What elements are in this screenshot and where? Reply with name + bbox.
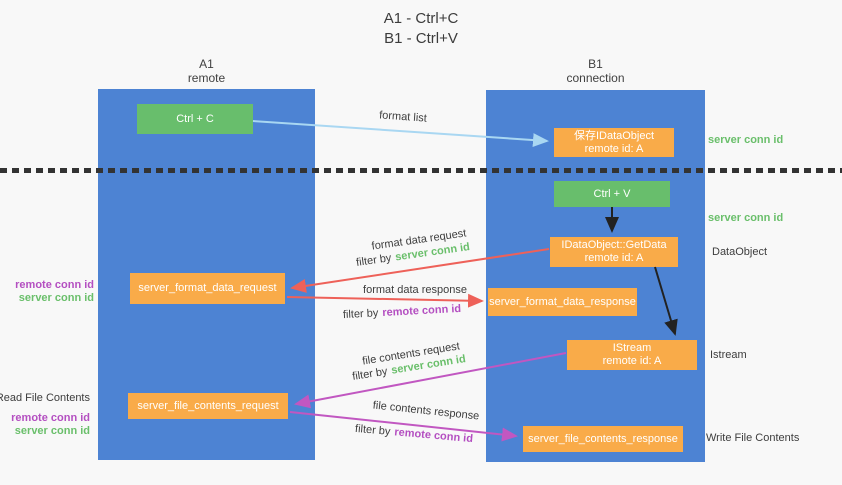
annotation-server-conn-id-left-top: server conn id <box>18 292 94 304</box>
node-server-format-data-request: server_format_data_request <box>130 273 285 304</box>
node-server-file-contents-response: server_file_contents_response <box>523 426 683 452</box>
annotation-remote-conn-id-top: remote conn id <box>15 279 94 291</box>
phase-divider-dashed-line <box>0 168 842 173</box>
column-a1-name: A1 <box>199 57 214 71</box>
column-header-a1: A1 remote <box>98 57 315 85</box>
node-ctrl-v-label: Ctrl + V <box>593 187 631 200</box>
arrow-format-data-response <box>286 293 484 308</box>
node-server-format-data-request-label: server_format_data_request <box>138 282 277 294</box>
title-line-2: B1 - Ctrl+V <box>384 30 458 47</box>
node-save-idataobject-line2: remote id: A <box>584 142 644 155</box>
node-istream-line1: IStream <box>612 342 652 354</box>
annotation-istream: Istream <box>710 349 747 361</box>
annotation-write-file-contents: Write File Contents <box>706 432 800 444</box>
arrow-label-file-contents-response: file contents response <box>372 399 480 423</box>
column-b1-subtitle: connection <box>566 71 625 85</box>
node-idataobject-getdata: IDataObject::GetData remote id: A <box>550 237 678 267</box>
column-a1-subtitle: remote <box>187 71 226 85</box>
node-save-idataobject-line1: 保存IDataObject <box>573 129 655 142</box>
annotation-server-conn-id-mid: server conn id <box>708 212 784 224</box>
arrow-label-format-data-response: format data response <box>363 284 467 296</box>
annotation-server-conn-id-left-bottom: server conn id <box>14 425 90 437</box>
title-line-1: A1 - Ctrl+C <box>383 10 459 27</box>
node-getdata-line2: remote id: A <box>584 252 644 264</box>
node-server-file-contents-response-label: server_file_contents_response <box>528 432 678 445</box>
filter-by-text: filter by <box>342 307 379 322</box>
annotation-dataobject: DataObject <box>712 246 768 258</box>
node-server-format-data-response: server_format_data_response <box>488 288 637 316</box>
node-istream-line2: remote id: A <box>602 355 662 367</box>
node-save-idataobject: 保存IDataObject remote id: A <box>554 128 674 157</box>
filter-by-text: filter by <box>354 422 391 438</box>
node-getdata-line1: IDataObject::GetData <box>561 239 667 251</box>
column-header-b1: B1 connection <box>486 57 705 85</box>
annotation-remote-conn-id-bottom: remote conn id <box>11 412 90 424</box>
remote-conn-id-text: remote conn id <box>382 302 462 320</box>
annotation-read-file-contents: Read File Contents <box>0 392 90 404</box>
diagram-title: A1 - Ctrl+C B1 - Ctrl+V <box>0 9 842 49</box>
node-istream: IStream remote id: A <box>567 340 697 370</box>
node-server-format-data-response-label: server_format_data_response <box>489 295 636 308</box>
remote-conn-id-text: remote conn id <box>393 426 474 446</box>
node-ctrl-c-label: Ctrl + C <box>176 112 214 125</box>
node-ctrl-v: Ctrl + V <box>554 181 670 207</box>
annotation-left-top-group: remote conn id server conn id <box>15 279 94 305</box>
node-server-file-contents-request-label: server_file_contents_request <box>137 399 279 412</box>
column-b1-name: B1 <box>588 57 603 71</box>
node-server-file-contents-request: server_file_contents_request <box>128 393 288 419</box>
arrow-label-format-list: format list <box>378 109 428 125</box>
node-ctrl-c: Ctrl + C <box>137 104 253 134</box>
filter-by-text: filter by <box>355 252 393 269</box>
annotation-server-conn-id-top: server conn id <box>708 134 784 146</box>
filter-by-text: filter by <box>351 365 389 383</box>
annotation-left-bottom-group: remote conn id server conn id <box>11 412 90 438</box>
